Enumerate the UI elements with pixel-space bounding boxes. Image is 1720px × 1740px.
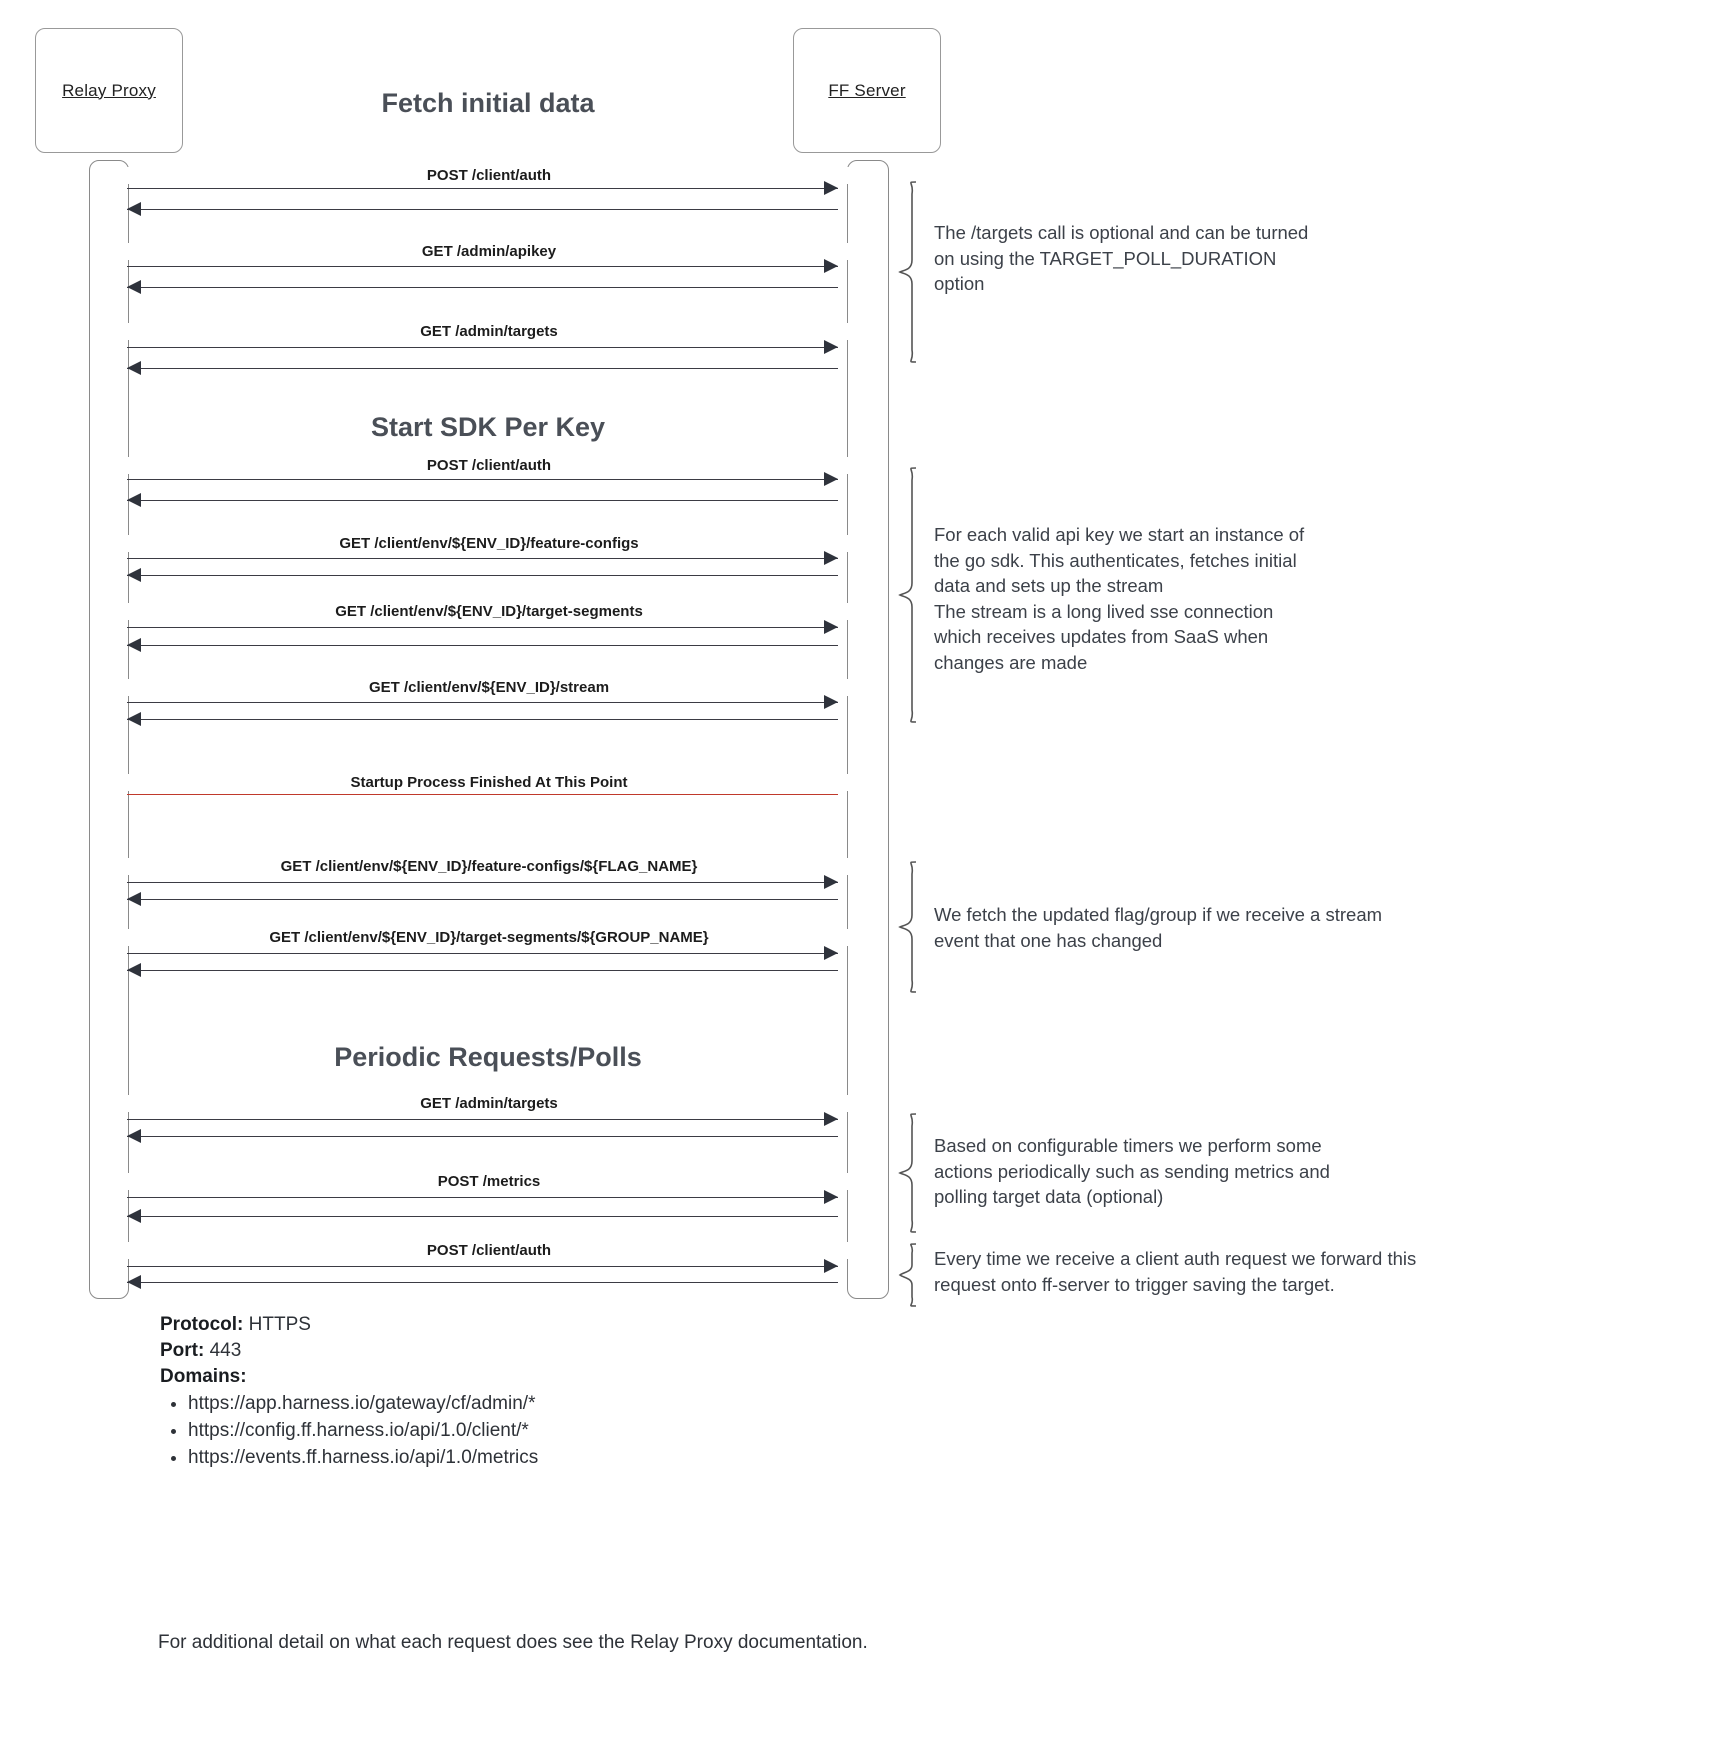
note-updated-flag-group: We fetch the updated flag/group if we re…	[934, 904, 1383, 951]
message-line-request-2	[127, 347, 838, 348]
message-line-response-1	[127, 287, 838, 288]
arrowhead-left-9	[127, 1129, 141, 1143]
lifeline-ff-server	[847, 160, 889, 1299]
participant-ff-server-label: FF Server	[828, 80, 906, 100]
message-line-response-10	[127, 1216, 838, 1217]
arrowhead-left-1	[127, 280, 141, 294]
footer-protocol-row: Protocol: HTTPS	[160, 1312, 860, 1338]
message-line-request-8	[127, 953, 838, 954]
message-label-0: POST /client/auth	[127, 167, 851, 184]
arrowhead-right-11	[824, 1259, 838, 1273]
arrowhead-left-6	[127, 712, 141, 726]
message-line-response-9	[127, 1136, 838, 1137]
message-line-request-6	[127, 702, 838, 703]
arrowhead-right-8	[824, 946, 838, 960]
arrowhead-left-7	[127, 892, 141, 906]
arrowhead-left-5	[127, 638, 141, 652]
arrowhead-left-3	[127, 493, 141, 507]
message-label-1: GET /admin/apikey	[127, 243, 851, 260]
message-label-9: GET /admin/targets	[127, 1095, 851, 1112]
arrowhead-left-11	[127, 1275, 141, 1289]
footer-domains-label: Domains:	[160, 1366, 247, 1387]
arrowhead-left-8	[127, 963, 141, 977]
arrowhead-right-5	[824, 620, 838, 634]
arrowhead-right-3	[824, 472, 838, 486]
footer-protocol-label: Protocol:	[160, 1314, 244, 1335]
arrowhead-right-4	[824, 551, 838, 565]
arrowhead-left-0	[127, 202, 141, 216]
section-title-periodic-requests: Periodic Requests/Polls	[334, 1042, 642, 1072]
section-title-start-sdk-per-key: Start SDK Per Key	[370, 412, 606, 442]
brace-note-0	[898, 180, 920, 364]
message-line-response-3	[127, 500, 838, 501]
message-line-response-7	[127, 899, 838, 900]
brace-note-1	[898, 466, 920, 724]
message-line-response-11	[127, 1282, 838, 1283]
list-item: https://config.ff.harness.io/api/1.0/cli…	[188, 1417, 860, 1444]
arrowhead-left-2	[127, 361, 141, 375]
divider-label: Startup Process Finished At This Point	[127, 774, 851, 791]
footer-domain-list: https://app.harness.io/gateway/cf/admin/…	[160, 1390, 860, 1471]
arrowhead-right-7	[824, 875, 838, 889]
footer-port-value: 443	[209, 1340, 242, 1361]
message-label-7: GET /client/env/${ENV_ID}/feature-config…	[127, 858, 851, 875]
footer-domains-row: Domains:	[160, 1364, 860, 1390]
message-label-2: GET /admin/targets	[127, 323, 851, 340]
brace-note-3	[898, 1112, 920, 1234]
message-label-3: POST /client/auth	[127, 457, 851, 474]
footer-protocol-value: HTTPS	[248, 1314, 311, 1335]
message-line-request-10	[127, 1197, 838, 1198]
message-label-11: POST /client/auth	[127, 1242, 851, 1259]
participant-relay-proxy-label: Relay Proxy	[62, 80, 156, 100]
participant-ff-server[interactable]: FF Server	[793, 28, 941, 153]
participant-relay-proxy[interactable]: Relay Proxy	[35, 28, 183, 153]
message-line-response-2	[127, 368, 838, 369]
footer-port-row: Port: 443	[160, 1338, 860, 1364]
message-label-5: GET /client/env/${ENV_ID}/target-segment…	[127, 603, 851, 620]
message-line-response-5	[127, 645, 838, 646]
message-label-4: GET /client/env/${ENV_ID}/feature-config…	[127, 535, 851, 552]
message-label-8: GET /client/env/${ENV_ID}/target-segment…	[127, 929, 851, 946]
lifeline-relay-proxy	[89, 160, 129, 1299]
note-targets-optional: The /targets call is optional and can be…	[934, 222, 1309, 294]
message-line-response-0	[127, 209, 838, 210]
footer-connection-info: Protocol: HTTPS Port: 443 Domains: https…	[160, 1312, 860, 1471]
arrowhead-right-1	[824, 259, 838, 273]
message-line-response-4	[127, 575, 838, 576]
message-line-response-8	[127, 970, 838, 971]
message-line-request-5	[127, 627, 838, 628]
list-item: https://events.ff.harness.io/api/1.0/met…	[188, 1444, 860, 1471]
message-line-request-11	[127, 1266, 838, 1267]
message-line-response-6	[127, 719, 838, 720]
message-label-10: POST /metrics	[127, 1173, 851, 1190]
arrowhead-left-4	[127, 568, 141, 582]
arrowhead-right-9	[824, 1112, 838, 1126]
note-client-auth-forward: Every time we receive a client auth requ…	[934, 1248, 1417, 1295]
arrowhead-right-0	[824, 181, 838, 195]
section-title-fetch-initial-data: Fetch initial data	[381, 88, 595, 118]
arrowhead-right-10	[824, 1190, 838, 1204]
message-line-request-7	[127, 882, 838, 883]
brace-note-2	[898, 860, 920, 994]
message-line-request-1	[127, 266, 838, 267]
brace-note-4	[898, 1242, 920, 1308]
footnote-documentation: For additional detail on what each reque…	[158, 1632, 868, 1653]
note-start-sdk: For each valid api key we start an insta…	[934, 524, 1305, 673]
message-line-request-4	[127, 558, 838, 559]
message-line-request-9	[127, 1119, 838, 1120]
arrowhead-right-6	[824, 695, 838, 709]
list-item: https://app.harness.io/gateway/cf/admin/…	[188, 1390, 860, 1417]
message-line-request-3	[127, 479, 838, 480]
message-line-request-0	[127, 188, 838, 189]
message-label-6: GET /client/env/${ENV_ID}/stream	[127, 679, 851, 696]
arrowhead-right-2	[824, 340, 838, 354]
footer-port-label: Port:	[160, 1340, 205, 1361]
note-periodic-timers: Based on configurable timers we perform …	[934, 1135, 1330, 1207]
arrowhead-left-10	[127, 1209, 141, 1223]
divider-line	[127, 794, 838, 795]
